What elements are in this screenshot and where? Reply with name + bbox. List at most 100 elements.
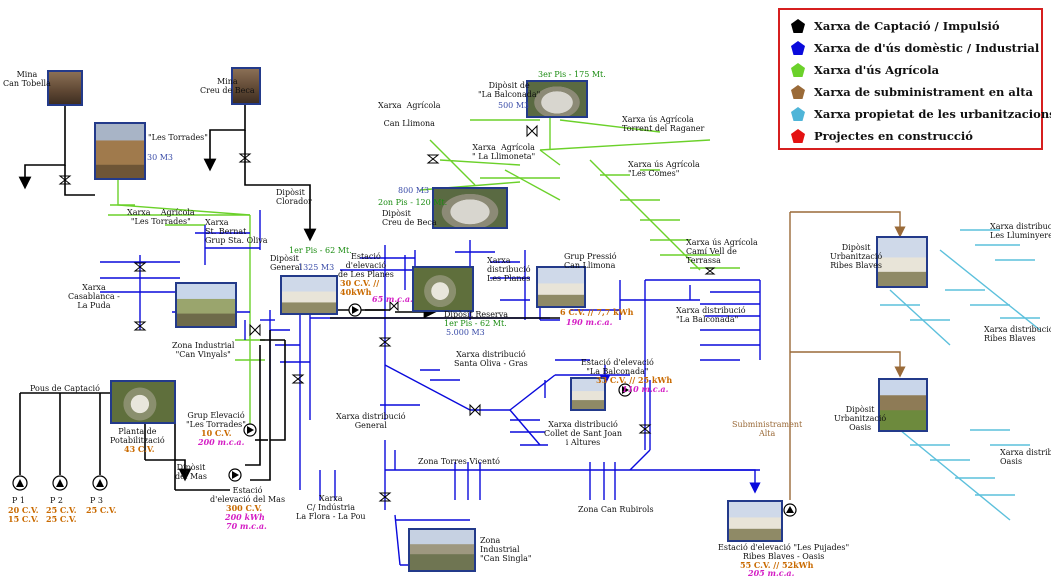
label-diposit-oasis: Dipòsit Urbanització Oasis <box>834 405 887 432</box>
photo-les-torrades <box>94 122 146 180</box>
legend-item-label: Projectes en construcció <box>814 129 973 143</box>
label-grup-pressio-cv: 6 C.V. // 7,7 kWh <box>560 307 634 317</box>
label-santa-oliva: Xarxa distribució Santa Oliva - Gras <box>454 350 528 368</box>
label-can-rubirols: Zona Can Rubirols <box>578 505 654 514</box>
label-p2-cv: 25 C.V. 25 C.V. <box>46 505 77 524</box>
legend-item-label: Xarxa d'ús Agrícola <box>814 63 940 77</box>
label-pous-captacio: Pous de Captació <box>30 384 100 393</box>
photo-ribes-blaves <box>876 236 928 288</box>
label-diposit-mas: Dipòsit del Mas <box>175 463 208 481</box>
label-p3-cv: 25 C.V. <box>86 505 117 515</box>
label-torrent-raganer: Xarxa ús Agrícola Torrent del Raganer <box>622 115 705 133</box>
legend-item-label: Xarxa de d'ús domèstic / Industrial <box>814 41 1040 55</box>
label-planta-potab-cv: 43 C.V. <box>124 444 155 454</box>
photo-estacio-balconada <box>570 377 606 411</box>
pentagon-icon <box>791 19 805 33</box>
legend-item-label: Xarxa propietat de les urbanitzacions <box>814 107 1051 121</box>
label-p3: P 3 <box>90 496 104 505</box>
photo-planta-potabilitzacio <box>110 380 176 424</box>
label-diposit-creu: Dipòsit Creu de Beca <box>382 209 437 227</box>
label-st-bernat: Xarxa St. Bernat Grup Sta. Oliva <box>205 218 268 245</box>
label-p2: P 2 <box>50 496 64 505</box>
label-diposit-creu-pis: 2on Pis - 120 Mt. <box>378 198 448 207</box>
label-estacio-mas-mca: 70 m.c.a. <box>226 521 267 531</box>
label-can-vinyals: Zona Industrial "Can Vinyals" <box>172 341 235 359</box>
label-diposit-general-volume: 1325 M3 <box>298 263 335 272</box>
label-ci-flora: Xarxa C/ Indústria La Flora - La Pou <box>296 494 366 521</box>
label-collet: Xarxa distribució Collet de Sant Joan i … <box>544 420 623 447</box>
photo-diposit-creu-beca <box>432 187 508 229</box>
legend-item-label: Xarxa de subministrament en alta <box>814 85 1033 99</box>
legend-item: Xarxa de d'ús domèstic / Industrial <box>790 39 1039 57</box>
urbanization-network <box>880 229 1041 521</box>
label-grup-elev-torrades-cv: 10 C.V. <box>201 428 232 438</box>
valves <box>58 124 716 502</box>
photo-diposit-balconada <box>526 80 588 118</box>
photo-diposit-reserva <box>412 266 474 312</box>
label-estacio-mas: Estació d'elevació del Mas <box>210 486 286 504</box>
label-diposit-ribes-blaves: Dipòsit Urbanització Ribes Blaves <box>830 243 883 270</box>
label-les-pujades: Estació d'elevació "Les Pujades" Ribes B… <box>718 543 850 561</box>
label-dist-oasis: Xarxa distribució Oasis <box>1000 448 1051 466</box>
label-planta-potab: Planta de Potabilització <box>110 427 165 445</box>
label-grup-pressio-mca: 190 m.c.a. <box>566 317 613 327</box>
label-balconada-volume: 500 M3 <box>498 101 530 110</box>
label-estacio-balconada-mca: 110 m.c.a. <box>622 384 669 394</box>
agricultural-network <box>108 112 740 430</box>
pentagon-icon <box>791 41 805 55</box>
legend-item-label: Xarxa de Captació / Impulsió <box>814 19 1000 33</box>
legend-item: Xarxa de Captació / Impulsió <box>790 17 1000 35</box>
label-agricola-torrades: Xarxa Agrícola "Les Torrades" <box>127 208 195 226</box>
label-diposit-creu-volume: 800 M3 <box>398 186 430 195</box>
legend-item: Xarxa propietat de les urbanitzacions <box>790 105 1051 123</box>
photo-diposit-general <box>280 275 338 315</box>
legend-item: Xarxa d'ús Agrícola <box>790 61 939 79</box>
label-diposit-balconada: Dipòsit de "La Balconada" <box>478 81 541 99</box>
label-estacio-planes: Estació d'elevació de Les Planes <box>338 252 394 279</box>
photo-les-pujades <box>727 500 783 542</box>
label-can-singla: Zona Industrial "Can Singla" <box>480 536 532 563</box>
photo-can-singla <box>408 528 476 572</box>
label-dist-ribes-blaves: Xarxa distribució Ribes Blaves <box>984 325 1051 343</box>
legend-item: Projectes en construcció <box>790 127 973 145</box>
label-cami-vell: Xarxa ús Agrícola Camí Vell de Terrassa <box>686 238 758 265</box>
label-mina-can-tobella: Mina Can Tobella <box>3 70 51 88</box>
label-balconada-pis: 3er Pis - 175 Mt. <box>538 70 606 79</box>
label-estacio-mas-kwh: 200 kWh <box>225 512 265 522</box>
label-torres-vicento: Zona Torres Vicentó <box>418 457 500 466</box>
label-casablanca: Xarxa Casablanca - La Puda <box>68 283 120 310</box>
label-diposit-reserva: Dipòsit Reserva <box>444 310 509 319</box>
label-p1: P 1 <box>12 496 26 505</box>
label-can-llimona: Xarxa Agrícola Can Llimona <box>378 101 441 128</box>
label-p1-cv: 20 C.V. 15 C.V. <box>8 505 39 524</box>
label-estacio-mas-cv: 300 C.V. <box>226 503 263 513</box>
label-les-pujades-mca: 205 m.c.a. <box>748 568 795 578</box>
label-llimoneta: Xarxa Agrícola " La Llimoneta" <box>472 143 536 161</box>
label-estacio-planes-cv: 30 C.V. // 40kWh <box>340 278 380 297</box>
label-dist-general: Xarxa distribució General <box>336 412 406 430</box>
label-les-comes: Xarxa ús Agrícola "Les Comes" <box>628 160 700 178</box>
label-diposit-clorador: Dipòsit Clorador <box>276 188 312 206</box>
label-dist-balconada: Xarxa distribució "La Balconada" <box>676 306 746 324</box>
label-les-pujades-cv: 55 C.V. // 52kWh <box>740 560 814 570</box>
label-diposit-general-pis: 1er Pis - 62 Mt. <box>289 246 352 255</box>
pentagon-icon <box>791 129 805 143</box>
photo-grup-pressio <box>536 266 586 308</box>
label-estacio-balconada: Estació d'elevació "La Balconada" <box>581 358 654 376</box>
label-estacio-balconada-cv: 33 C.V. // 25 kWh <box>596 375 673 385</box>
label-les-torrades: "Les Torrades" <box>148 133 208 142</box>
label-diposit-reserva-volume: 5.000 M3 <box>446 328 485 337</box>
photo-can-vinyals <box>175 282 237 328</box>
label-lluminyeres: Xarxa distribució Les Lluminyeres <box>990 222 1051 240</box>
high-supply-network <box>789 211 906 500</box>
label-grup-pressio: Grup Pressió Can Llimona <box>564 252 617 270</box>
pentagon-icon <box>791 85 805 99</box>
label-diposit-reserva-pis: 1er Pis - 62 Mt. <box>444 319 507 328</box>
pentagon-icon <box>791 107 805 121</box>
legend-item: Xarxa de subministrament en alta <box>790 83 1033 101</box>
photo-mina-can-tobella <box>47 70 83 106</box>
label-mina-creu-beca: Mina Creu de Beca <box>200 77 255 95</box>
pentagon-icon <box>791 63 805 77</box>
